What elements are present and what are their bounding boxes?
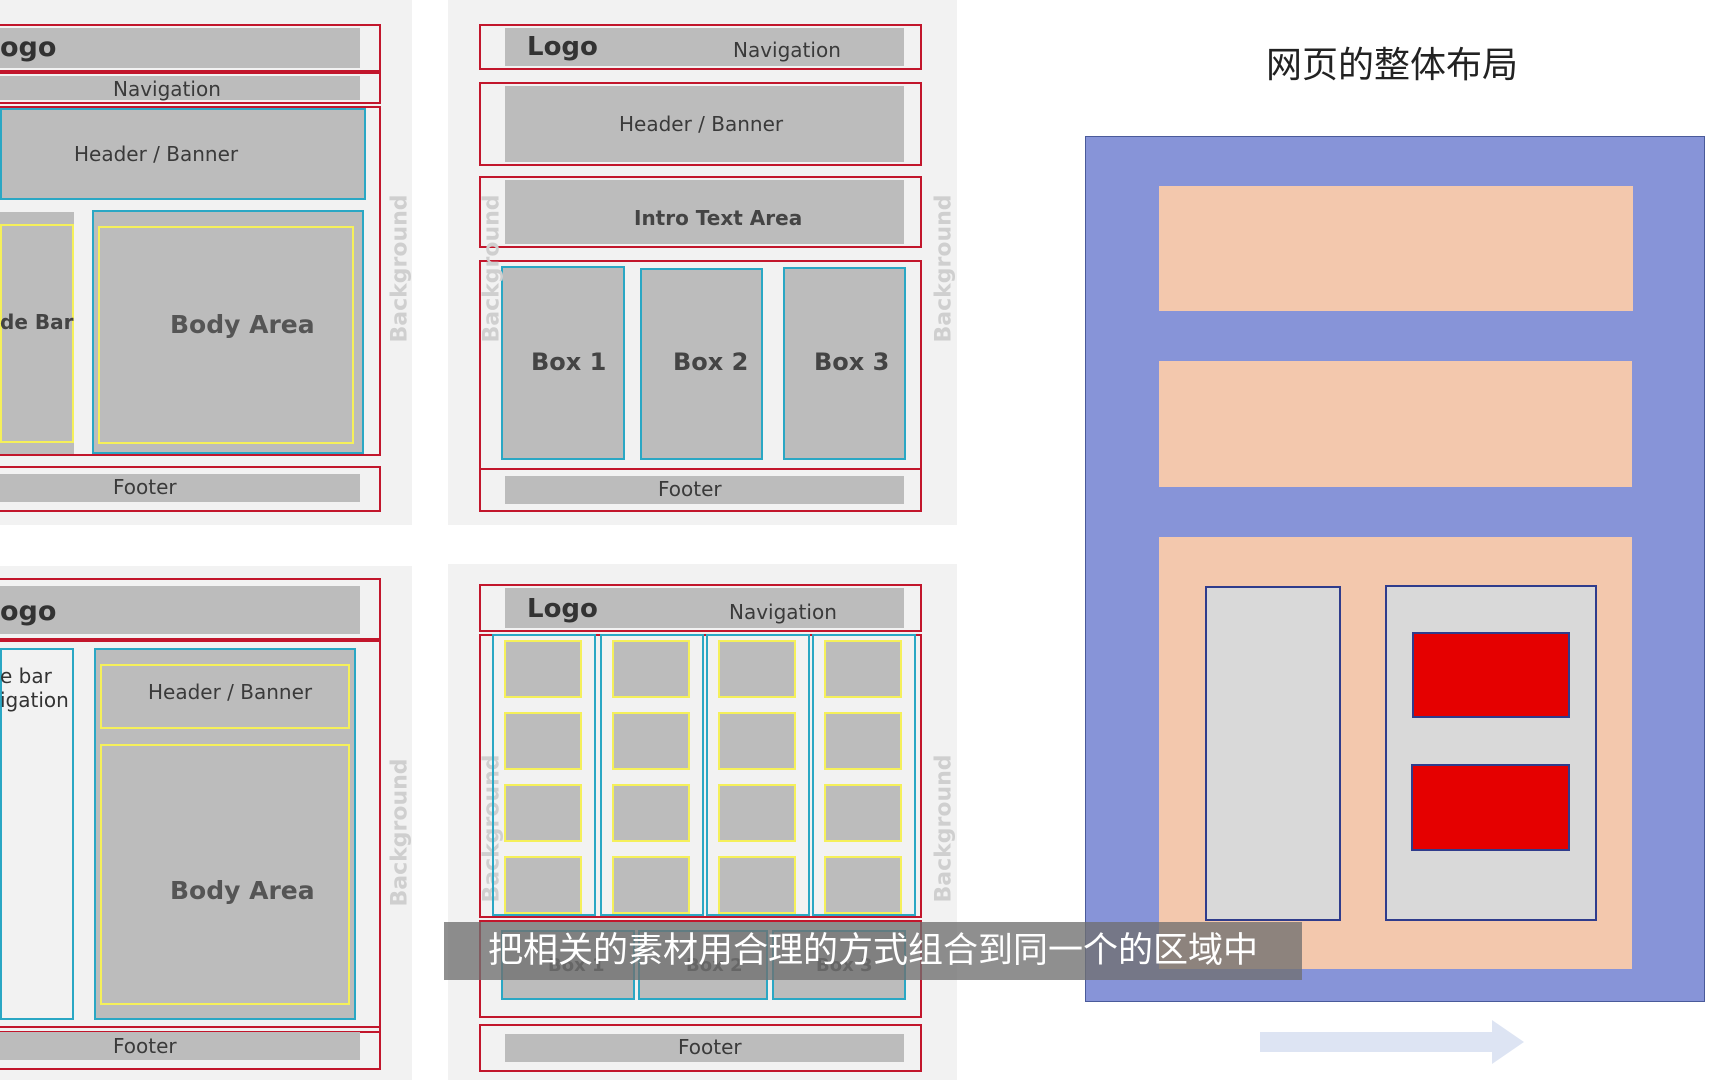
- intro-text-label: Intro Text Area: [634, 206, 803, 230]
- main-column: [94, 648, 356, 1020]
- header-row: [479, 82, 922, 166]
- logo-block: [0, 586, 360, 634]
- logo-label: Logo: [527, 32, 598, 62]
- background-label-right: Background: [387, 194, 413, 343]
- box-3: [783, 267, 906, 460]
- grid-column: [706, 634, 810, 916]
- diagram-title: 网页的整体布局: [1266, 45, 1519, 86]
- footer-row: [0, 1026, 381, 1070]
- logo-block: [0, 28, 360, 68]
- body-area-label: Body Area: [170, 310, 315, 339]
- intro-text-block: [505, 180, 904, 244]
- nav-row: [0, 72, 381, 104]
- logo-nav-row: [479, 584, 922, 632]
- footer-block: [0, 474, 360, 502]
- box-3-label: Box 3: [814, 348, 890, 376]
- grid-cell: [612, 640, 690, 698]
- grid-cell: [824, 784, 902, 842]
- footer-label: Footer: [113, 475, 177, 499]
- grid-cell: [504, 856, 582, 914]
- nav-block: [0, 76, 360, 100]
- box-2-label: Box 2: [673, 348, 749, 376]
- nav-label: Navigation: [113, 77, 221, 101]
- grid-cell: [504, 712, 582, 770]
- logo-nav-row: [479, 24, 922, 70]
- logo-nav-block: [505, 588, 904, 628]
- footer-block: [505, 476, 904, 504]
- section-intro: [1159, 361, 1632, 487]
- box-1: [501, 266, 625, 460]
- content-block-2: [1411, 764, 1570, 851]
- grid-cell: [824, 712, 902, 770]
- header-banner-label: Header / Banner: [148, 680, 313, 704]
- body-area-label: Body Area: [170, 876, 315, 905]
- logo-label: ogo: [0, 32, 57, 63]
- body-area-block: [100, 744, 350, 1005]
- footer-block: [0, 1032, 360, 1060]
- background-label-right: Background: [931, 754, 957, 903]
- logo-label: Logo: [527, 594, 598, 624]
- header-banner-block: [0, 108, 366, 200]
- side-nav-block: [0, 648, 74, 1020]
- content-block-1: [1412, 632, 1570, 718]
- background-label-left: Background: [479, 194, 505, 343]
- footer-row: [0, 466, 381, 512]
- side-bar-block: [0, 212, 74, 454]
- intro-row: [479, 176, 922, 248]
- content-frame: [0, 106, 381, 456]
- grid-cell: [718, 712, 796, 770]
- body-area-inner: [98, 226, 354, 444]
- header-banner-label: Header / Banner: [619, 112, 784, 136]
- video-subtitle: 把相关的素材用合理的方式组合到同一个的区域中: [444, 922, 1302, 980]
- footer-label: Footer: [658, 477, 722, 501]
- grid-cell: [718, 784, 796, 842]
- logo-row: [0, 24, 381, 72]
- grid-cell: [718, 640, 796, 698]
- right-arrow-icon: [1260, 1020, 1524, 1064]
- side-bar-inner: [0, 224, 74, 443]
- nav-label: Navigation: [733, 38, 841, 62]
- header-banner-label: Header / Banner: [74, 142, 239, 166]
- footer-label: Footer: [678, 1035, 742, 1059]
- footer-block: [505, 1034, 904, 1062]
- grid-cell: [824, 640, 902, 698]
- footer-row: [479, 468, 922, 512]
- grid-cell: [612, 712, 690, 770]
- grid-column: [492, 634, 596, 916]
- sidebar-column: [1205, 586, 1341, 921]
- side-nav-label-line1: e bar: [0, 664, 52, 688]
- grid-cell: [612, 856, 690, 914]
- logo-nav-block: [505, 28, 904, 66]
- header-banner-block: [505, 86, 904, 162]
- side-bar-label: de Bar: [0, 310, 74, 334]
- grid-cell: [718, 856, 796, 914]
- header-banner-block: [100, 664, 350, 729]
- grid-cell: [612, 784, 690, 842]
- grid-column: [600, 634, 704, 916]
- background-label-right: Background: [387, 758, 413, 907]
- background-label-right: Background: [931, 194, 957, 343]
- grid-cell: [504, 784, 582, 842]
- grid-cell: [824, 856, 902, 914]
- grid-column: [812, 634, 916, 916]
- nav-label: Navigation: [729, 600, 837, 624]
- box-1-label: Box 1: [531, 348, 607, 376]
- logo-label: ogo: [0, 596, 57, 627]
- logo-row: [0, 578, 381, 640]
- grid-cell: [504, 640, 582, 698]
- section-header: [1159, 186, 1633, 311]
- box-2: [640, 268, 763, 460]
- footer-label: Footer: [113, 1034, 177, 1058]
- side-nav-label-line2: igation: [0, 688, 69, 712]
- body-area-block: [92, 210, 364, 454]
- footer-row: [479, 1024, 922, 1072]
